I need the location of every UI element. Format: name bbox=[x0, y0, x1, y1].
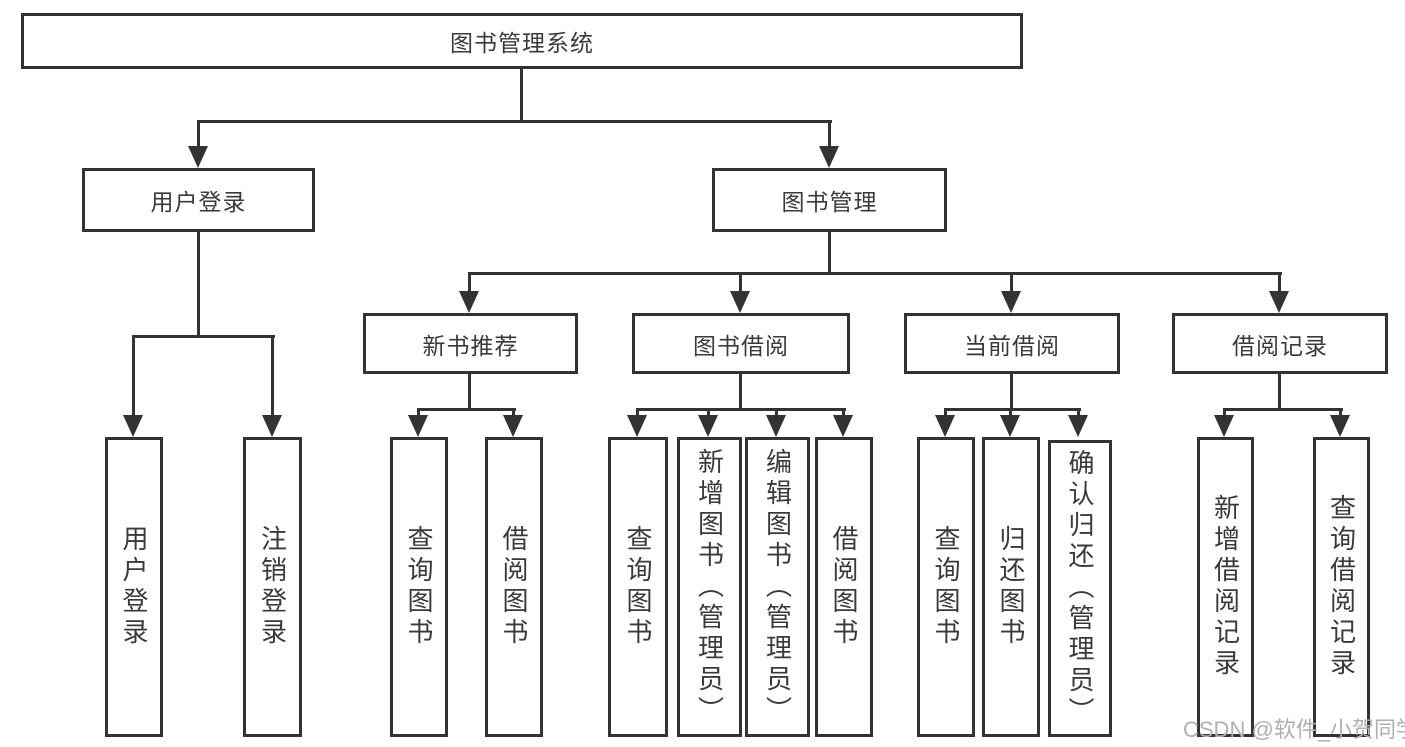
node-root: 图书管理系统 bbox=[21, 13, 1023, 69]
connector-leaf-drop bbox=[1009, 408, 1012, 417]
connector-leaf-drop bbox=[636, 408, 639, 417]
connector-leaf-drop bbox=[1077, 408, 1080, 417]
arrow-down-icon bbox=[408, 415, 428, 437]
arrow-down-icon bbox=[935, 415, 955, 437]
leaf-borrow-edit-books-admin: 编辑图书（管理员） bbox=[745, 437, 810, 737]
leaf-label: 查询图书 bbox=[623, 525, 653, 649]
leaf-recommend-borrow-books: 借阅图书 bbox=[485, 437, 543, 737]
connector-borrow-rail bbox=[636, 408, 846, 411]
leaf-borrow-add-books-admin: 新增图书（管理员） bbox=[677, 437, 742, 737]
csdn-watermark: CSDN @软件_小贺同学 bbox=[1183, 717, 1405, 742]
node-label: 借阅记录 bbox=[1232, 332, 1328, 359]
leaf-label: 查询借阅记录 bbox=[1326, 494, 1357, 680]
connector-leaf-drop bbox=[775, 408, 778, 417]
node-label: 图书借阅 bbox=[693, 332, 789, 359]
connector-section-drop bbox=[1010, 272, 1013, 293]
leaf-recommend-query-books: 查询图书 bbox=[390, 437, 448, 737]
connector-mgmt-stem bbox=[828, 232, 831, 272]
node-new-book-recommend: 新书推荐 bbox=[363, 313, 578, 374]
node-book-borrow: 图书借阅 bbox=[632, 313, 850, 374]
connector-section-drop bbox=[1278, 272, 1281, 293]
arrow-down-icon bbox=[766, 415, 786, 437]
leaf-label: 查询图书 bbox=[404, 525, 434, 649]
leaf-records-query-record: 查询借阅记录 bbox=[1313, 437, 1370, 737]
node-current-borrow: 当前借阅 bbox=[904, 313, 1120, 374]
arrow-down-icon bbox=[819, 146, 839, 168]
leaf-label: 查询图书 bbox=[931, 525, 961, 649]
node-user-login-label: 用户登录 bbox=[150, 189, 247, 215]
connector-login-rail bbox=[132, 335, 275, 338]
node-user-login: 用户登录 bbox=[82, 168, 315, 232]
node-borrow-records: 借阅记录 bbox=[1172, 313, 1388, 374]
connector-login-child-drop bbox=[132, 335, 135, 415]
leaf-label: 借阅图书 bbox=[499, 525, 529, 649]
connector-leaf-drop bbox=[512, 408, 515, 417]
arrow-down-icon bbox=[1068, 415, 1088, 437]
connector-leaf-drop bbox=[842, 408, 845, 417]
arrow-down-icon bbox=[730, 291, 750, 313]
connector-leaf-drop bbox=[417, 408, 420, 417]
arrow-down-icon bbox=[503, 415, 523, 437]
leaf-label: 编辑图书（管理员） bbox=[762, 447, 793, 727]
arrow-down-icon bbox=[833, 415, 853, 437]
leaf-label: 归还图书 bbox=[996, 525, 1026, 649]
node-label: 新书推荐 bbox=[422, 332, 519, 359]
connector-recommend-rail bbox=[417, 408, 516, 411]
node-book-mgmt: 图书管理 bbox=[712, 168, 947, 232]
node-label: 当前借阅 bbox=[964, 332, 1060, 359]
connector-leaf-drop bbox=[1223, 408, 1226, 417]
leaf-label: 注销登录 bbox=[257, 525, 288, 649]
leaf-user-login: 用户登录 bbox=[105, 437, 163, 737]
arrow-down-icon bbox=[262, 415, 282, 437]
connector-leaf-drop bbox=[944, 408, 947, 417]
connector-root-stem bbox=[520, 69, 523, 120]
arrow-down-icon bbox=[1330, 415, 1350, 437]
leaf-logout: 注销登录 bbox=[243, 437, 302, 737]
leaf-current-return-books: 归还图书 bbox=[982, 437, 1040, 737]
leaf-label: 新增借阅记录 bbox=[1210, 494, 1241, 680]
connector-records-stem bbox=[1278, 374, 1281, 408]
node-book-mgmt-label: 图书管理 bbox=[781, 189, 878, 215]
arrow-down-icon bbox=[459, 291, 479, 313]
connector-current-rail bbox=[944, 408, 1081, 411]
connector-leaf-drop bbox=[1339, 408, 1342, 417]
connector-section-drop bbox=[468, 272, 471, 293]
connector-current-stem bbox=[1010, 374, 1013, 408]
arrow-down-icon bbox=[1269, 291, 1289, 313]
arrow-down-icon bbox=[123, 415, 143, 437]
connector-mgmt-rail bbox=[468, 272, 1282, 275]
leaf-borrow-query-books: 查询图书 bbox=[608, 437, 668, 737]
leaf-current-confirm-return-admin: 确认归还（管理员） bbox=[1048, 440, 1112, 737]
connector-root-rail bbox=[197, 120, 832, 123]
arrow-down-icon bbox=[1001, 291, 1021, 313]
leaf-borrow-borrow-books: 借阅图书 bbox=[815, 437, 873, 737]
connector-login-drop bbox=[197, 120, 200, 148]
leaf-label: 新增图书（管理员） bbox=[694, 447, 725, 727]
arrow-down-icon bbox=[1214, 415, 1234, 437]
connector-leaf-drop bbox=[707, 408, 710, 417]
leaf-label: 确认归还（管理员） bbox=[1065, 449, 1095, 728]
leaf-label: 借阅图书 bbox=[829, 525, 859, 649]
node-root-label: 图书管理系统 bbox=[450, 30, 594, 56]
leaf-records-add-record: 新增借阅记录 bbox=[1197, 437, 1254, 737]
arrow-down-icon bbox=[627, 415, 647, 437]
connector-login-stem bbox=[197, 232, 200, 335]
connector-login-child-drop bbox=[271, 335, 274, 415]
connector-recommend-stem bbox=[468, 374, 471, 408]
arrow-down-icon bbox=[698, 415, 718, 437]
leaf-label: 用户登录 bbox=[119, 525, 149, 649]
connector-records-rail bbox=[1223, 408, 1343, 411]
leaf-current-query-books: 查询图书 bbox=[917, 437, 975, 737]
connector-borrow-stem bbox=[739, 374, 742, 408]
arrow-down-icon bbox=[188, 146, 208, 168]
arrow-down-icon bbox=[1000, 415, 1020, 437]
connector-mgmt-drop bbox=[828, 120, 831, 148]
connector-section-drop bbox=[739, 272, 742, 293]
